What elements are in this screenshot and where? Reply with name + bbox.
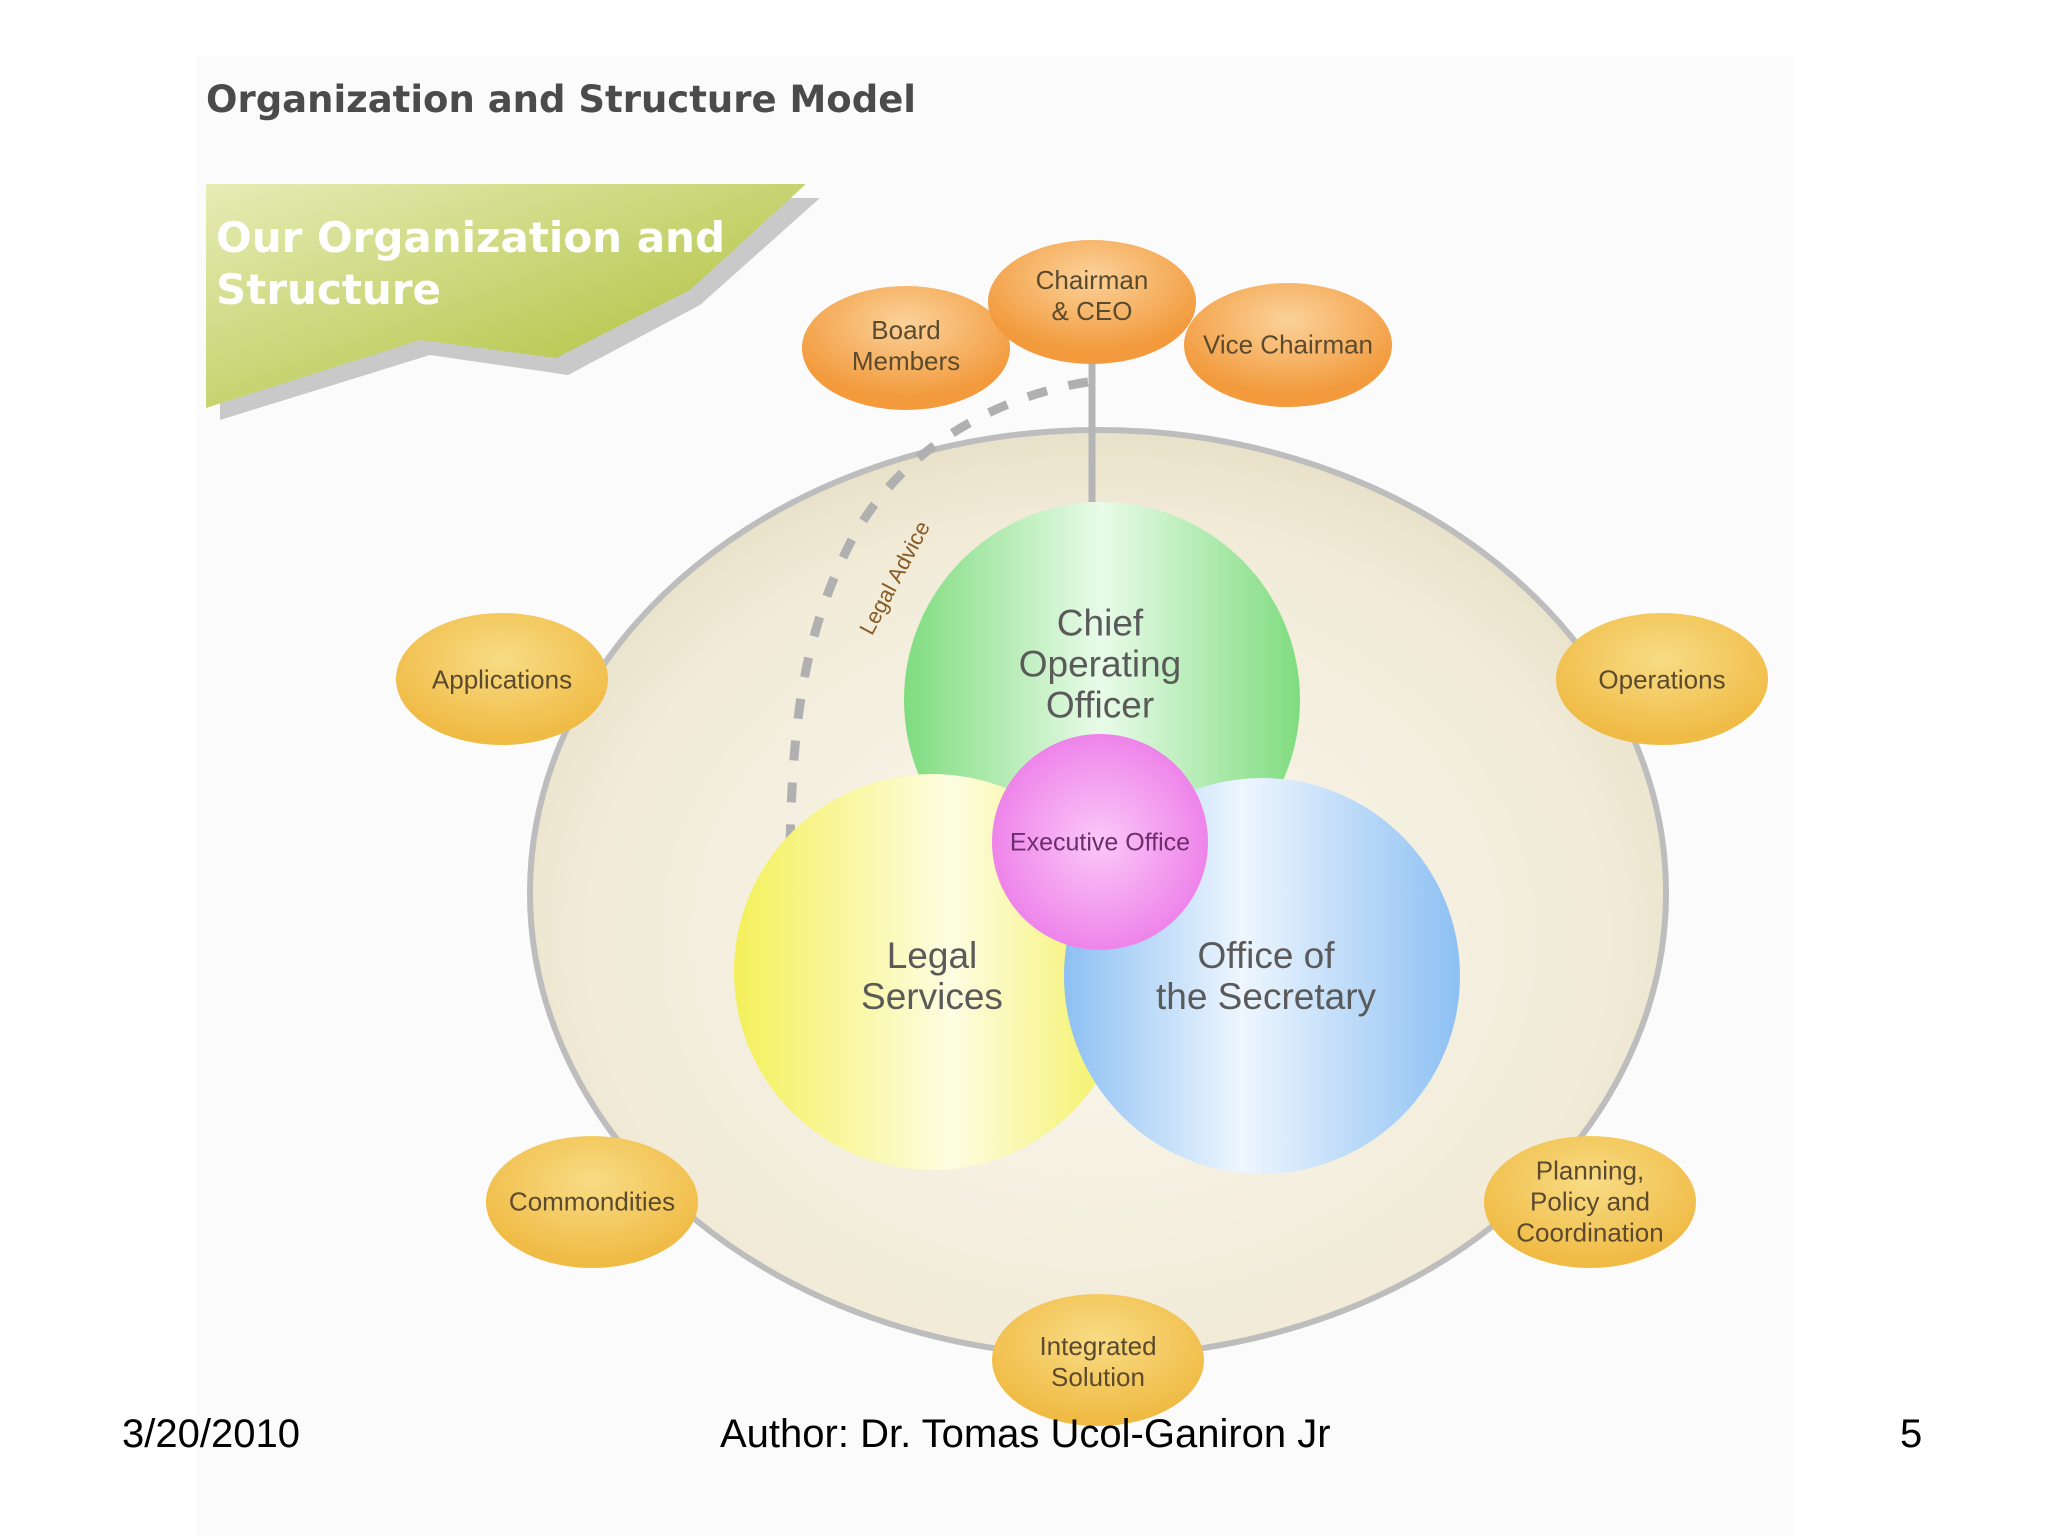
applications-node [396, 613, 608, 745]
commodities-label: Commondities [508, 1186, 676, 1217]
footer-author: Author: Dr. Tomas Ucol-Ganiron Jr [720, 1412, 1331, 1456]
executive-office-label: Executive Office [1009, 828, 1191, 857]
chairman-ceo-node [988, 240, 1196, 364]
legal-advice-dashed-path [785, 377, 1089, 851]
planning-node [1484, 1136, 1696, 1268]
slide-heading: Organization and Structure Model [206, 78, 916, 121]
integrated-solution-node [992, 1294, 1204, 1426]
legal-services-label: Legal Services [861, 935, 1003, 1017]
planning-label: Planning, Policy and Coordination [1516, 1155, 1664, 1248]
board-members-node [802, 286, 1010, 410]
operations-label: Operations [1598, 664, 1726, 695]
integrated-solution-label: Integrated Solution [1039, 1331, 1157, 1392]
vice-chairman-label: Vice Chairman [1202, 329, 1374, 360]
vice-chairman-node [1184, 283, 1392, 407]
chairman-ceo-label: Chairman & CEO [1035, 265, 1149, 326]
executive-office-circle [992, 734, 1208, 950]
operations-node [1556, 613, 1768, 745]
coo-label: Chief Operating Officer [1018, 602, 1182, 726]
board-members-label: Board Members [851, 315, 961, 376]
commodities-node [486, 1136, 698, 1268]
footer-page-number: 5 [1900, 1412, 1923, 1456]
banner-shape [206, 184, 820, 420]
applications-label: Applications [431, 664, 573, 695]
banner-title: Our Organization and Structure [216, 213, 726, 314]
footer-date: 3/20/2010 [122, 1412, 300, 1456]
secretary-label: Office of the Secretary [1155, 935, 1377, 1017]
